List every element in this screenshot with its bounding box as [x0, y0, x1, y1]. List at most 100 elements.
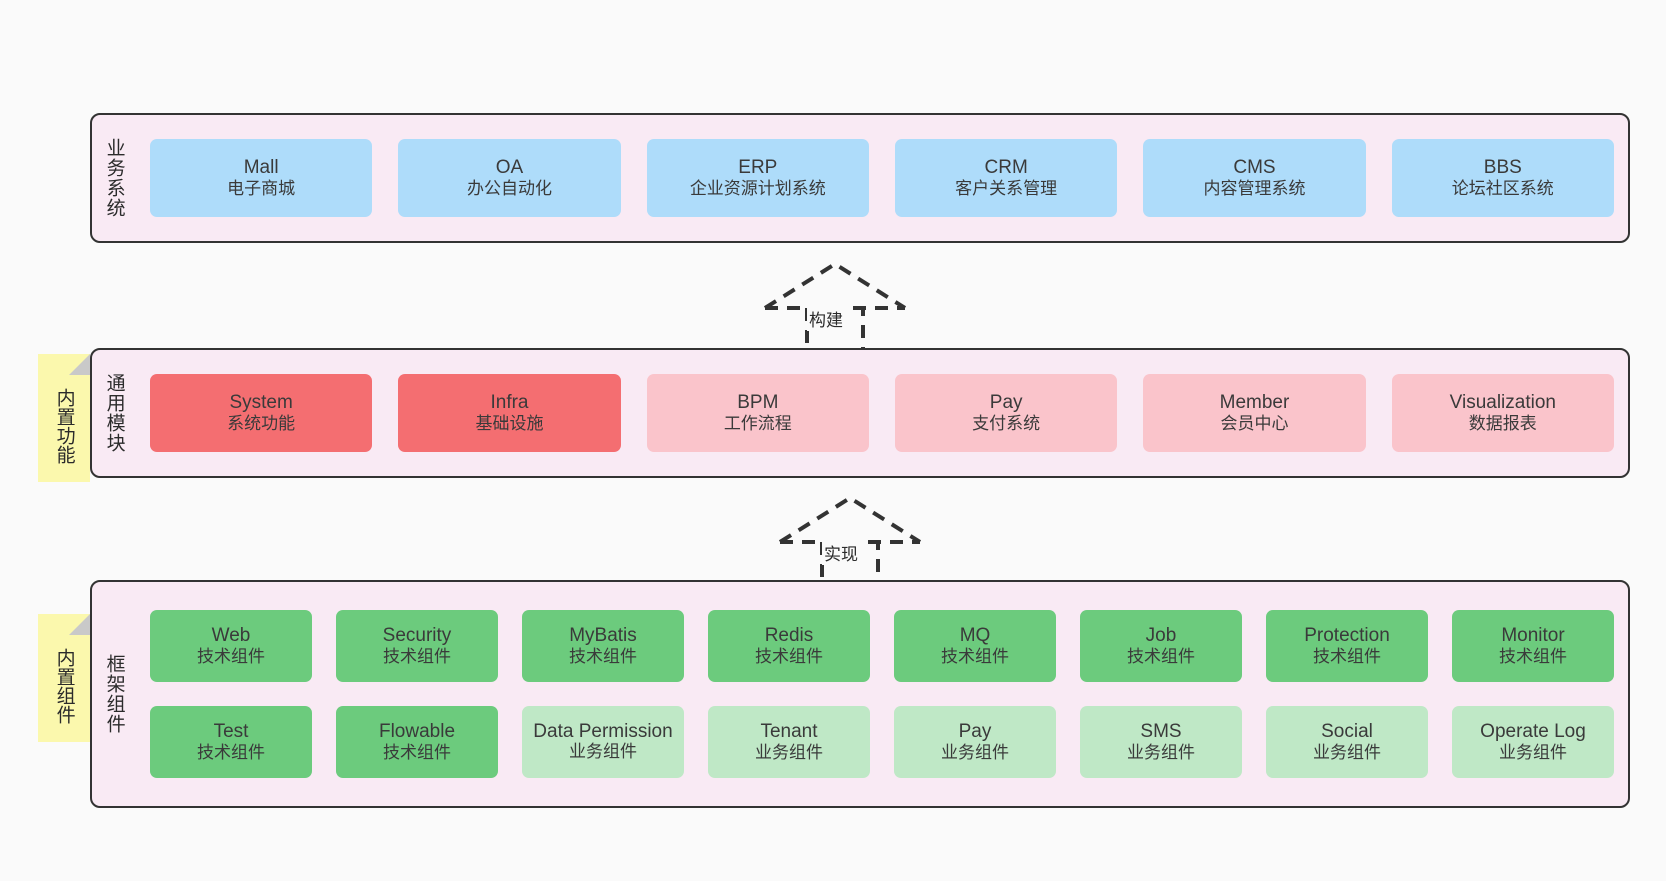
card-test[interactable]: Test 技术组件 — [150, 706, 312, 778]
card-redis-name: Redis — [764, 625, 814, 647]
card-protection-name: Protection — [1304, 625, 1390, 647]
card-member[interactable]: Member 会员中心 — [1143, 374, 1366, 452]
card-pay-component-name: Pay — [958, 721, 992, 743]
card-pay-module-desc: 支付系统 — [972, 414, 1041, 434]
card-pay-component-desc: 业务组件 — [941, 743, 1009, 763]
card-mybatis-desc: 技术组件 — [569, 647, 637, 667]
card-tenant-name: Tenant — [760, 721, 818, 743]
card-protection-desc: 技术组件 — [1313, 647, 1381, 667]
connector-implement-label: 实现 — [822, 540, 860, 565]
card-mq-name: MQ — [959, 625, 991, 647]
layer-common-modules-body: System 系统功能 Infra 基础设施 BPM 工作流程 Pay 支付系统… — [136, 350, 1628, 476]
card-system-desc: 系统功能 — [227, 414, 296, 434]
card-flowable-desc: 技术组件 — [383, 743, 451, 763]
note-builtin-components: 内置组件 — [38, 614, 90, 742]
card-erp-name: ERP — [738, 157, 778, 179]
card-job[interactable]: Job 技术组件 — [1080, 610, 1242, 682]
card-mall-name: Mall — [243, 157, 279, 179]
layer-framework-components-title: 框架组件 — [103, 654, 125, 734]
connector-build: 构建 — [755, 258, 915, 358]
card-mall[interactable]: Mall 电子商城 — [150, 139, 373, 217]
card-erp[interactable]: ERP 企业资源计划系统 — [646, 139, 869, 217]
card-protection[interactable]: Protection 技术组件 — [1266, 610, 1428, 682]
card-system-name: System — [229, 392, 293, 414]
card-data-permission-desc: 业务组件 — [569, 741, 637, 761]
card-sms[interactable]: SMS 业务组件 — [1080, 706, 1242, 778]
note-builtin-features: 内置功能 — [38, 354, 90, 482]
card-security-name: Security — [382, 625, 452, 647]
card-pay-module[interactable]: Pay 支付系统 — [894, 374, 1118, 452]
card-mybatis[interactable]: MyBatis 技术组件 — [522, 610, 684, 682]
card-social-name: Social — [1321, 721, 1373, 743]
layer-framework-components: 框架组件 Web 技术组件 Security 技术组件 MyBatis 技术组件… — [90, 580, 1630, 808]
card-tenant[interactable]: Tenant 业务组件 — [708, 706, 870, 778]
card-visualization-desc: 数据报表 — [1468, 414, 1537, 434]
card-web-name: Web — [211, 625, 251, 647]
card-redis-desc: 技术组件 — [755, 647, 823, 667]
card-mall-desc: 电子商城 — [227, 179, 296, 199]
card-flowable[interactable]: Flowable 技术组件 — [336, 706, 498, 778]
card-security-desc: 技术组件 — [383, 647, 451, 667]
card-job-desc: 技术组件 — [1127, 647, 1195, 667]
card-test-desc: 技术组件 — [197, 743, 265, 763]
card-pay-component[interactable]: Pay 业务组件 — [894, 706, 1056, 778]
layer-framework-components-body: Web 技术组件 Security 技术组件 MyBatis 技术组件 Redi… — [136, 582, 1628, 806]
card-oa[interactable]: OA 办公自动化 — [398, 139, 621, 217]
card-operate-log[interactable]: Operate Log 业务组件 — [1452, 706, 1614, 778]
card-operate-log-name: Operate Log — [1480, 721, 1586, 743]
card-monitor[interactable]: Monitor 技术组件 — [1452, 610, 1614, 682]
card-web[interactable]: Web 技术组件 — [150, 610, 312, 682]
card-job-name: Job — [1145, 625, 1177, 647]
card-monitor-desc: 技术组件 — [1499, 647, 1567, 667]
card-cms-desc: 内容管理系统 — [1203, 179, 1306, 199]
card-oa-name: OA — [495, 157, 524, 179]
card-security[interactable]: Security 技术组件 — [336, 610, 498, 682]
connector-implement: 实现 — [770, 492, 930, 592]
card-redis[interactable]: Redis 技术组件 — [708, 610, 870, 682]
card-flowable-name: Flowable — [378, 721, 456, 743]
card-tenant-desc: 业务组件 — [755, 743, 823, 763]
card-data-permission[interactable]: Data Permission 业务组件 — [522, 706, 684, 778]
card-erp-desc: 企业资源计划系统 — [689, 179, 826, 199]
card-social[interactable]: Social 业务组件 — [1266, 706, 1428, 778]
card-oa-desc: 办公自动化 — [466, 179, 552, 199]
card-crm-name: CRM — [984, 157, 1028, 179]
card-bbs[interactable]: BBS 论坛社区系统 — [1391, 139, 1614, 217]
card-web-desc: 技术组件 — [197, 647, 265, 667]
card-visualization-name: Visualization — [1449, 392, 1556, 414]
card-bbs-name: BBS — [1483, 157, 1522, 179]
card-mq-desc: 技术组件 — [941, 647, 1009, 667]
card-operate-log-desc: 业务组件 — [1499, 743, 1567, 763]
card-infra-name: Infra — [490, 392, 529, 414]
framework-row-2: Test 技术组件 Flowable 技术组件 Data Permission … — [150, 706, 1614, 778]
card-test-name: Test — [213, 721, 249, 743]
connector-build-label: 构建 — [807, 306, 845, 331]
layer-common-modules: 通用模块 System 系统功能 Infra 基础设施 BPM 工作流程 Pay… — [90, 348, 1630, 478]
common-modules-row: System 系统功能 Infra 基础设施 BPM 工作流程 Pay 支付系统… — [150, 374, 1614, 452]
framework-row-1: Web 技术组件 Security 技术组件 MyBatis 技术组件 Redi… — [150, 610, 1614, 682]
card-crm[interactable]: CRM 客户关系管理 — [894, 139, 1118, 217]
layer-business-system-body: Mall 电子商城 OA 办公自动化 ERP 企业资源计划系统 CRM 客户关系… — [136, 115, 1628, 241]
card-member-name: Member — [1219, 392, 1290, 414]
card-data-permission-name: Data Permission — [533, 720, 673, 742]
card-bpm[interactable]: BPM 工作流程 — [646, 374, 869, 452]
card-social-desc: 业务组件 — [1313, 743, 1381, 763]
card-infra[interactable]: Infra 基础设施 — [398, 374, 621, 452]
card-sms-name: SMS — [1140, 721, 1182, 743]
card-system[interactable]: System 系统功能 — [150, 374, 373, 452]
card-visualization[interactable]: Visualization 数据报表 — [1391, 374, 1614, 452]
card-member-desc: 会员中心 — [1220, 414, 1289, 434]
business-system-row: Mall 电子商城 OA 办公自动化 ERP 企业资源计划系统 CRM 客户关系… — [150, 139, 1614, 217]
card-crm-desc: 客户关系管理 — [955, 179, 1058, 199]
card-monitor-name: Monitor — [1501, 625, 1565, 647]
card-sms-desc: 业务组件 — [1127, 743, 1195, 763]
layer-business-system: 业务系统 Mall 电子商城 OA 办公自动化 ERP 企业资源计划系统 CRM… — [90, 113, 1630, 243]
note-builtin-features-text: 内置功能 — [53, 388, 75, 464]
layer-business-system-title: 业务系统 — [103, 138, 125, 218]
note-builtin-components-text: 内置组件 — [53, 648, 75, 724]
card-mybatis-name: MyBatis — [569, 625, 637, 647]
card-mq[interactable]: MQ 技术组件 — [894, 610, 1056, 682]
card-bbs-desc: 论坛社区系统 — [1451, 179, 1554, 199]
card-cms[interactable]: CMS 内容管理系统 — [1143, 139, 1366, 217]
